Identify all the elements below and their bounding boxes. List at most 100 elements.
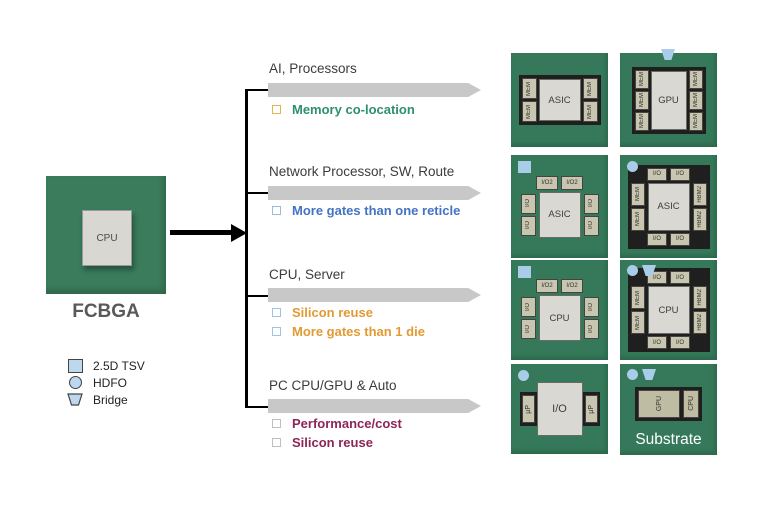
fcbga-package: CPU <box>46 176 166 294</box>
tsv-square-icon <box>518 161 531 173</box>
legend-label: 2.5D TSV <box>93 358 145 373</box>
bridge-icon <box>661 49 675 60</box>
package-cpu-hbm: I/O I/O MEM MEM CPU HBM2 HBM2 I/O I/O <box>620 260 717 360</box>
gpu-die: GPU <box>650 70 687 130</box>
group3-bullet-2: More gates than 1 die <box>272 324 425 339</box>
die-cluster: µP I/O µP <box>519 382 600 436</box>
group3-bullet-1: Silicon reuse <box>272 305 373 320</box>
io-die: I/O <box>588 302 594 311</box>
group4-bullet-2: Silicon reuse <box>272 435 373 450</box>
io-die: I/O <box>670 167 690 181</box>
substrate-module: GPU CPU <box>635 386 702 421</box>
asic-die: ASIC <box>647 182 690 231</box>
group4-arrow <box>268 399 481 413</box>
bullet-square-icon <box>272 308 281 317</box>
tsv-square-icon <box>518 266 531 278</box>
bridge-trapezoid-icon <box>66 393 84 406</box>
hdfo-circle-icon <box>66 376 84 389</box>
fcbga-label: FCBGA <box>72 301 140 322</box>
bullet-square-icon <box>272 419 281 428</box>
package-asic-mem: MEM MEM ASIC MEM MEM <box>511 53 608 147</box>
package-asic-hbm: I/O I/O MEM MEM ASIC HBM2 HBM2 I/O I/O <box>620 155 717 258</box>
io-die: I/O <box>525 302 531 311</box>
legend-item-hdfo: HDFO <box>66 374 145 391</box>
bridge-pad: µP <box>582 392 600 426</box>
legend-label: HDFO <box>93 375 127 390</box>
hdfo-circle-icon <box>627 265 638 276</box>
group2-heading: Network Processor, SW, Route <box>269 164 455 179</box>
legend: 2.5D TSV HDFO Bridge <box>66 357 145 408</box>
tsv-square-icon <box>66 358 84 373</box>
mem-die: MEM <box>638 93 645 107</box>
die-cluster: I/O2 I/O2 I/O I/O ASIC I/O I/O <box>520 175 599 238</box>
hbm-die: HBM2 <box>696 185 703 203</box>
io-die-large: I/O <box>536 382 583 436</box>
mem-die: MEM <box>587 104 593 119</box>
cpu-die: CPU <box>647 286 690 334</box>
group1-heading: AI, Processors <box>269 61 357 76</box>
io-die: I/O <box>670 271 690 284</box>
cpu-die: CPU <box>82 210 132 266</box>
mem-die: MEM <box>587 81 593 96</box>
io2-die: I/O2 <box>561 175 583 190</box>
io-die: I/O <box>647 232 667 246</box>
hdfo-bridge-icons <box>627 265 656 276</box>
io-die: I/O <box>670 232 690 246</box>
io-die: I/O <box>588 324 594 333</box>
io-die: I/O <box>647 336 667 349</box>
hdfo-circle-icon <box>518 370 529 381</box>
group2-arrow <box>268 186 481 200</box>
mem-die: MEM <box>638 72 645 86</box>
group2-bullet-1: More gates than one reticle <box>272 203 460 218</box>
io2-die: I/O2 <box>561 279 583 293</box>
cpu-die: CPU <box>538 295 581 341</box>
bridge-icon <box>642 265 656 276</box>
package-asic-io: I/O2 I/O2 I/O I/O ASIC I/O I/O <box>511 155 608 258</box>
interposer: I/O I/O MEM MEM ASIC HBM2 HBM2 I/O I/O <box>627 164 710 249</box>
hdfo-circle-icon <box>627 161 638 172</box>
io-die: I/O <box>588 221 594 230</box>
package-io-up: µP I/O µP <box>511 364 608 454</box>
hdfo-bridge-icons <box>627 369 656 380</box>
bullet-square-icon <box>272 438 281 447</box>
mem-die: MEM <box>634 290 641 305</box>
group1-arrow <box>268 83 481 97</box>
branch-trunk-line <box>245 89 248 408</box>
legend-item-bridge: Bridge <box>66 391 145 408</box>
branch-line-2 <box>245 191 268 194</box>
mem-die: MEM <box>634 187 641 201</box>
asic-die: ASIC <box>538 79 581 121</box>
mem-die: MEM <box>526 81 532 96</box>
io-die: I/O <box>525 199 531 208</box>
up-die: µP <box>587 404 595 414</box>
io-die: I/O <box>670 336 690 349</box>
mem-die: MEM <box>692 114 699 128</box>
die-cluster: I/O2 I/O2 I/O I/O CPU I/O I/O <box>520 279 599 341</box>
mem-die: MEM <box>634 315 641 330</box>
bullet-square-icon <box>272 206 281 215</box>
io2-die: I/O2 <box>536 175 558 190</box>
mem-die: MEM <box>692 72 699 86</box>
branch-line-4 <box>245 405 268 408</box>
bullet-square-icon <box>272 105 281 114</box>
group3-heading: CPU, Server <box>269 267 345 282</box>
interposer: I/O I/O MEM MEM CPU HBM2 HBM2 I/O I/O <box>627 268 710 352</box>
legend-item-25d-tsv: 2.5D TSV <box>66 357 145 374</box>
package-cpu-io: I/O2 I/O2 I/O I/O CPU I/O I/O <box>511 260 608 360</box>
bridge-icon <box>642 369 656 380</box>
mem-die: MEM <box>526 104 532 119</box>
main-arrow <box>170 230 232 235</box>
mem-die: MEM <box>634 212 641 226</box>
mem-die: MEM <box>638 114 645 128</box>
io-die: I/O <box>525 221 531 230</box>
gpu-die: GPU <box>655 395 663 412</box>
substrate-label: Substrate <box>635 431 702 448</box>
bullet-square-icon <box>272 327 281 336</box>
interposer: MEM MEM ASIC MEM MEM <box>518 75 601 125</box>
group3-arrow <box>268 288 481 302</box>
mem-die: MEM <box>692 93 699 107</box>
asic-die: ASIC <box>538 191 581 238</box>
branch-line-1 <box>245 88 268 91</box>
interposer: MEM MEM MEM GPU MEM MEM MEM <box>631 66 706 134</box>
io-die: I/O <box>588 199 594 208</box>
